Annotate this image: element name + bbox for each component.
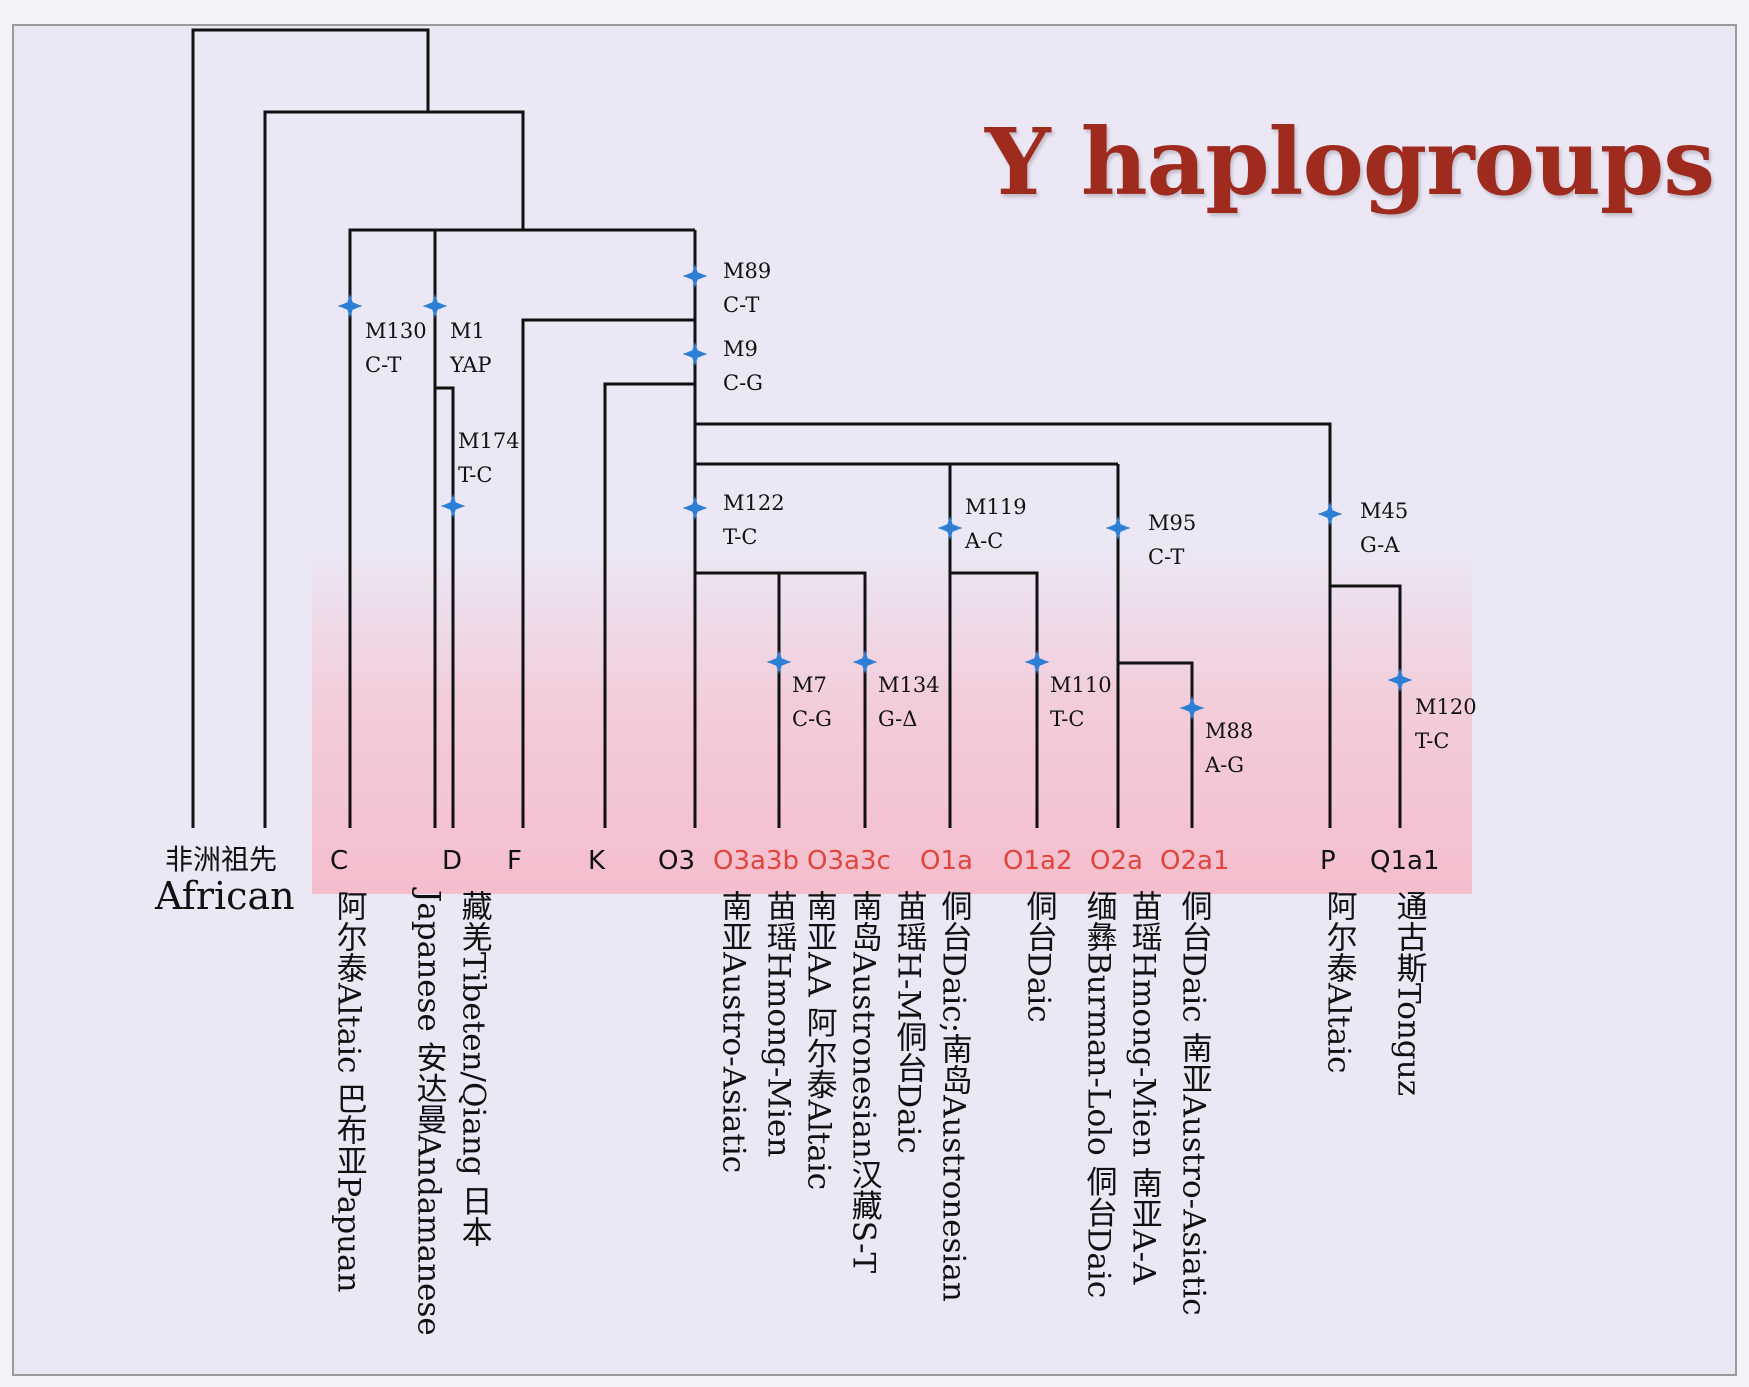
desc-japanese: Japanese 安达曼Andamanese	[410, 890, 447, 1336]
tip-label-O2a: O2a	[1090, 846, 1143, 876]
desc-D: 藏羌Tibeten/Qiang 日本	[455, 890, 492, 1248]
desc-O3a3b: 苗瑶Hmong-Mien	[760, 890, 797, 1158]
tip-label-O3: O3	[658, 846, 696, 876]
desc-P: 阿尔泰Altaic	[1320, 890, 1357, 1074]
branch-q	[1330, 584, 1402, 828]
branch-o1a2	[950, 571, 1039, 828]
desc-O3: 南亚Austro-Asiatic	[715, 890, 752, 1174]
tip-label-Q1a1: Q1a1	[1370, 846, 1440, 876]
desc-O3a3c-2: 苗瑶H-M侗台Daic	[890, 890, 927, 1154]
desc-O1a2: 侗台Daic	[1020, 890, 1057, 1023]
desc-Q1a1: 通古斯Tonguz	[1390, 890, 1427, 1097]
branch-cde	[348, 228, 695, 828]
tip-label-K: K	[588, 846, 606, 876]
root-label-english: African	[155, 874, 295, 918]
tip-label-O3a3c: O3a3c	[807, 846, 891, 876]
page-title: Y haplogroups	[985, 108, 1715, 216]
desc-O2a-2: 缅彝Burman-Lolo 侗台Daic	[1080, 890, 1117, 1299]
highlight-region	[312, 546, 1472, 894]
branch-d-sub	[435, 386, 455, 828]
branch-k	[603, 382, 695, 828]
root-label-chinese: 非洲祖先	[165, 843, 278, 876]
desc-O1a: 侗台Daic;南岛Austronesian	[935, 890, 972, 1302]
tip-label-O1a: O1a	[920, 846, 973, 876]
tip-label-D: D	[442, 846, 463, 876]
tip-label-O3a3b: O3a3b	[713, 846, 799, 876]
branch-o2a1	[1118, 661, 1194, 828]
desc-O3a3c: 南岛Austronesian汉藏S-T	[845, 890, 882, 1274]
tip-label-O1a2: O1a2	[1003, 846, 1073, 876]
tip-label-F: F	[507, 846, 522, 876]
branch-f	[521, 318, 697, 828]
tree-branches	[191, 28, 1402, 828]
desc-O2a1: 侗台Daic 南亚Austro-Asiatic	[1175, 890, 1212, 1316]
tip-label-P: P	[1320, 846, 1336, 876]
branch-ct	[263, 110, 525, 828]
desc-O3a3b-2: 南亚AA 阿尔泰Altaic	[800, 890, 837, 1191]
desc-C: 阿尔泰Altaic 巴布亚Papuan	[330, 890, 367, 1293]
desc-O2a: 苗瑶Hmong-Mien 南亚A-A	[1125, 890, 1162, 1285]
tip-label-C: C	[330, 846, 349, 876]
branch-p	[695, 422, 1332, 828]
tip-label-O2a1: O2a1	[1160, 846, 1230, 876]
branch-root	[191, 28, 430, 828]
branch-o3a	[695, 571, 867, 828]
